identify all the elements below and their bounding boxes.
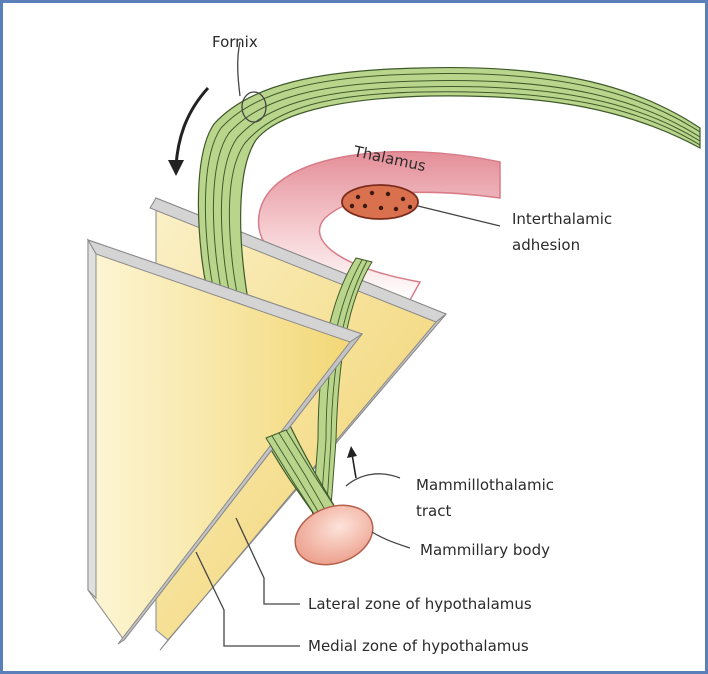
interthalamic-adhesion (342, 185, 418, 219)
mammillary-body-label: Mammillary body (420, 541, 550, 559)
lateral-zone-label: Lateral zone of hypothalamus (308, 595, 532, 613)
fornix-label: Fornix (212, 33, 258, 51)
mammillary-body (287, 495, 381, 575)
small-arrow-icon (347, 446, 357, 478)
interthalamic-leader (418, 206, 500, 226)
medial-zone-label: Medial zone of hypothalamus (308, 637, 529, 655)
interthalamic-label-line2: adhesion (512, 236, 580, 254)
mammillary-leader (372, 532, 410, 548)
mammillothalamic-label-line2: tract (416, 502, 451, 520)
mammillothalamic-leader (346, 474, 400, 486)
mammillothalamic-label-line1: Mammillothalamic (416, 476, 554, 494)
interthalamic-label-line1: Interthalamic (512, 210, 612, 228)
